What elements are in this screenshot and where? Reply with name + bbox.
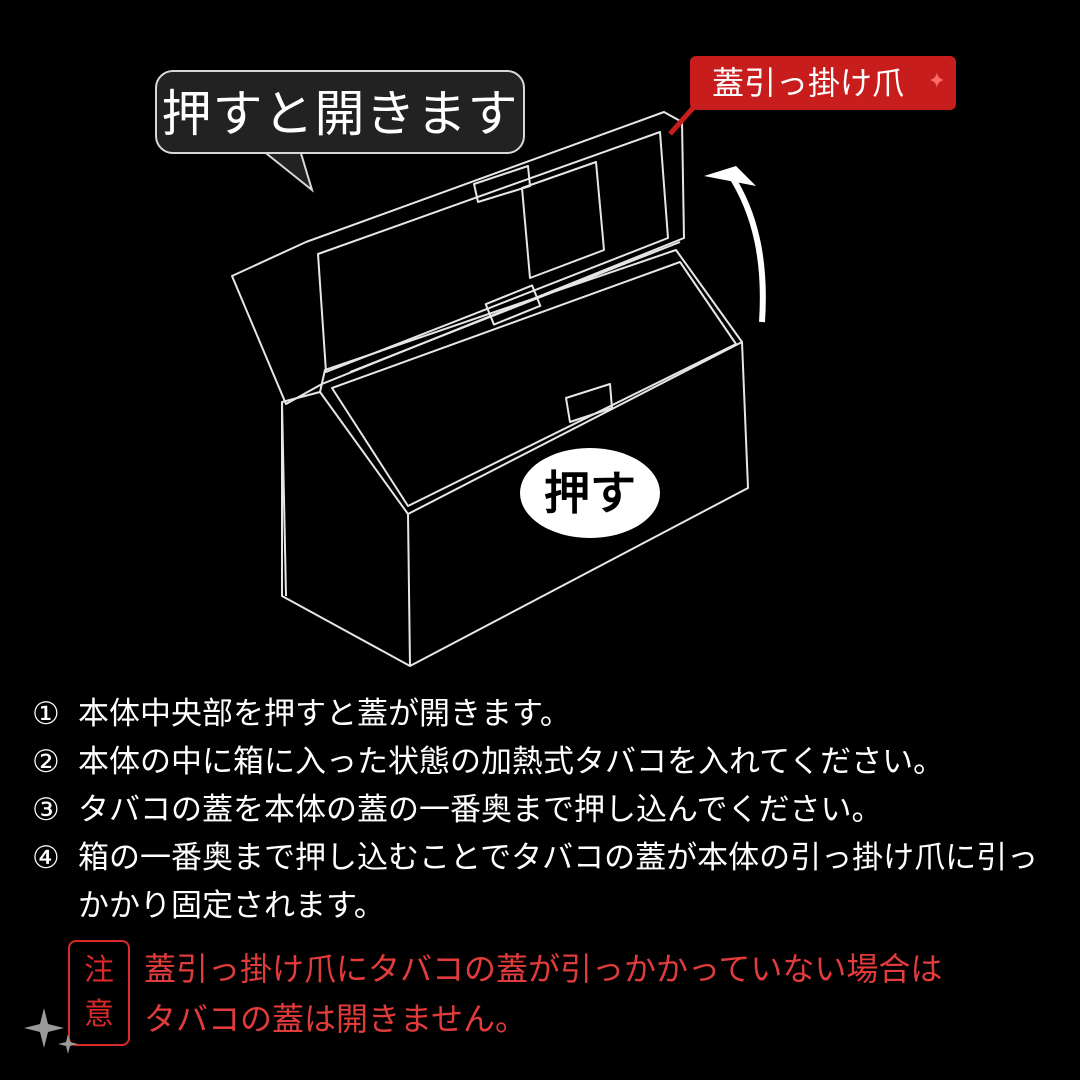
box-back-rim bbox=[319, 249, 743, 393]
instruction-step: ① 本体中央部を押すと蓋が開きます。 bbox=[32, 690, 1062, 738]
bubble-tail bbox=[259, 149, 314, 193]
step-number: ② bbox=[32, 744, 60, 780]
box-illustration bbox=[231, 98, 766, 667]
caution-text: 蓋引っ掛け爪にタバコの蓋が引っかかっていない場合は タバコの蓋は開きません。 bbox=[144, 944, 1044, 1044]
box-left-edge bbox=[281, 401, 287, 597]
step-number: ④ bbox=[32, 840, 60, 876]
push-label: 押す bbox=[520, 448, 660, 538]
caution-line: タバコの蓋は開きません。 bbox=[144, 1000, 528, 1038]
lid-claw-callout: 蓋引っ掛け爪 ✦ bbox=[690, 56, 956, 110]
box-front bbox=[281, 341, 749, 667]
hinge-spring bbox=[484, 284, 542, 326]
step-number: ③ bbox=[32, 792, 60, 828]
speech-bubble: 押すと開きます bbox=[155, 70, 525, 154]
instruction-step: ② 本体の中に箱に入った状態の加熱式タバコを入れてください。 bbox=[32, 738, 1062, 786]
step-text: 本体中央部を押すと蓋が開きます。 bbox=[78, 696, 571, 732]
lid-claw-callout-text: 蓋引っ掛け爪 bbox=[712, 64, 905, 102]
box-lid-inner bbox=[317, 131, 669, 373]
caution-badge-char: 意 bbox=[84, 997, 114, 1032]
step-text: タバコの蓋を本体の蓋の一番奥まで押し込んでください。 bbox=[78, 792, 883, 828]
box-front-edge bbox=[407, 513, 411, 667]
step-text: 箱の一番奥まで押し込むことでタバコの蓋が本体の引っ掛け爪に引っかかり固定されます… bbox=[78, 840, 1039, 924]
open-motion-arrow bbox=[727, 172, 766, 323]
speech-bubble-text: 押すと開きます bbox=[161, 85, 519, 143]
step-text: 本体の中に箱に入った状態の加熱式タバコを入れてください。 bbox=[78, 744, 945, 780]
instruction-step: ③ タバコの蓋を本体の蓋の一番奥まで押し込んでください。 bbox=[32, 786, 1062, 834]
sparkle-icon: ✦ bbox=[927, 69, 946, 94]
box-inner-rim bbox=[331, 261, 737, 507]
instruction-step: ④ 箱の一番奥まで押し込むことでタバコの蓋が本体の引っ掛け爪に引っかかり固定され… bbox=[32, 834, 1062, 930]
sparkle-icon bbox=[24, 1008, 78, 1054]
hinge-rod bbox=[349, 241, 681, 373]
lid-clip bbox=[565, 383, 613, 423]
box-lid bbox=[231, 111, 685, 405]
lid-latch bbox=[473, 165, 531, 203]
caution-badge-char: 注 bbox=[84, 953, 114, 988]
caution-badge: 注 意 bbox=[68, 940, 130, 1046]
caution-line: 蓋引っ掛け爪にタバコの蓋が引っかかっていない場合は bbox=[144, 950, 943, 988]
step-number: ① bbox=[32, 696, 60, 732]
push-label-text: 押す bbox=[544, 466, 636, 520]
instruction-list: ① 本体中央部を押すと蓋が開きます。 ② 本体の中に箱に入った状態の加熱式タバコ… bbox=[32, 690, 1062, 930]
open-motion-arrowhead-icon bbox=[704, 166, 756, 186]
lid-slot bbox=[521, 161, 605, 279]
